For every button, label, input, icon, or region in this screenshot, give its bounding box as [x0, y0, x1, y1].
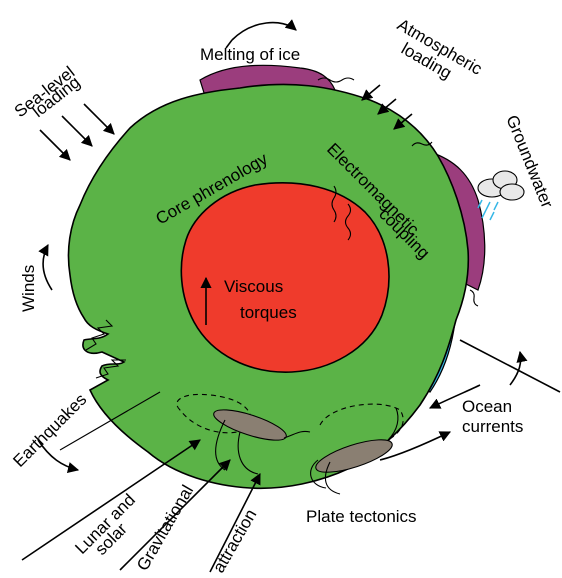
label-currents: currents: [462, 417, 523, 436]
label-earthquakes: Earthquakes: [9, 390, 90, 471]
wind-wave-right-2: [470, 290, 478, 306]
label-winds: Winds: [19, 265, 38, 312]
label-torques: torques: [240, 303, 297, 322]
label-ocean: Ocean: [462, 397, 512, 416]
sea-level-arrow-1: [40, 130, 70, 160]
label-plate-tectonics: Plate tectonics: [306, 507, 417, 526]
label-gravitational: Gravitational: [133, 482, 197, 574]
label-viscous: Viscous: [224, 277, 283, 296]
sea-level-arrow-2: [62, 116, 92, 146]
sea-level-arrow-3: [84, 104, 114, 134]
melting-ice-arrow: [232, 23, 296, 40]
cloud-icon: [478, 171, 524, 200]
winds-arrow: [43, 245, 52, 290]
label-attraction: attraction: [209, 506, 260, 576]
label-melting-of-ice: Melting of ice: [200, 45, 300, 64]
atmospheric-arrow-1: [362, 85, 380, 100]
earth-core: [181, 183, 389, 372]
